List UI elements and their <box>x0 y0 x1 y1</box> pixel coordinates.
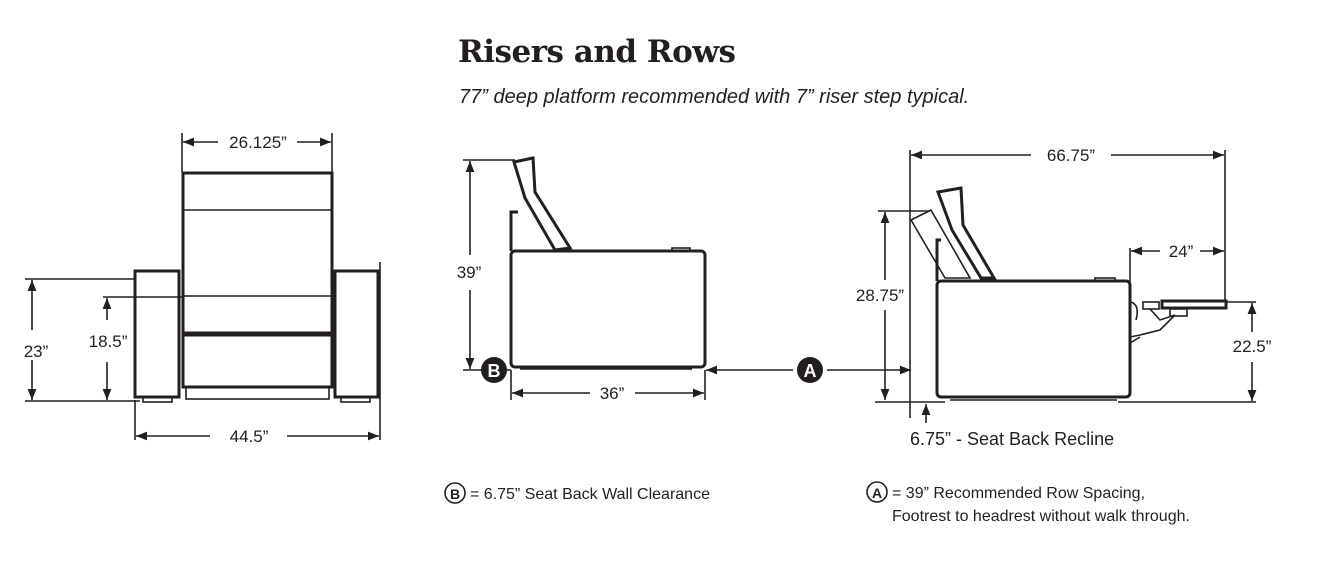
headrest <box>512 156 573 252</box>
reclined-view-dimensions: 66.75” 24” 28.75” 22.5” 6.75” - Seat Bac… <box>856 146 1272 449</box>
page-subtitle: 77” deep platform recommended with 7” ri… <box>459 86 970 108</box>
side-view-chair <box>509 156 707 370</box>
chair-seat <box>181 333 334 389</box>
dim-overall-depth: 66.75” <box>1047 146 1096 165</box>
reclined-view-chair <box>909 186 1228 401</box>
chair-body <box>509 249 707 369</box>
chair-body-reclined <box>935 279 1132 399</box>
legend-b-text: = 6.75” Seat Back Wall Clearance <box>470 486 710 503</box>
footrest <box>1160 299 1228 310</box>
dim-arm-height: 23” <box>24 342 49 361</box>
svg-text:A: A <box>872 485 882 501</box>
marker-a: A <box>797 357 823 383</box>
svg-text:B: B <box>450 486 460 502</box>
recline-note: 6.75” - Seat Back Recline <box>910 429 1114 449</box>
right-arm <box>333 269 380 399</box>
legend-a: A = 39” Recommended Row Spacing, Footres… <box>866 481 1190 525</box>
dim-height: 39” <box>457 263 482 282</box>
headrest-reclined <box>935 186 997 280</box>
legend-b: B = 6.75” Seat Back Wall Clearance <box>444 482 710 504</box>
chair-back <box>181 171 334 335</box>
dim-seat-height: 18.5” <box>89 332 128 351</box>
dim-overall-width: 44.5” <box>230 427 269 446</box>
dim-reclined-height: 28.75” <box>856 286 905 305</box>
page-title: Risers and Rows <box>458 34 736 70</box>
front-view-dimensions: 26.125” 23” 18.5” 44.5” <box>24 133 381 446</box>
front-view-chair <box>133 171 380 403</box>
legend-a-text-2: Footrest to headrest without walk throug… <box>892 508 1190 525</box>
svg-text:A: A <box>804 361 817 381</box>
legend-a-text-1: = 39” Recommended Row Spacing, <box>892 485 1145 502</box>
marker-b: B <box>481 357 507 383</box>
dim-back-width: 26.125” <box>229 133 287 152</box>
dim-footrest-extension: 24” <box>1169 242 1194 261</box>
dim-footrest-height: 22.5” <box>1233 337 1272 356</box>
dim-depth: 36” <box>600 384 625 403</box>
left-arm <box>133 269 181 399</box>
svg-text:B: B <box>488 361 501 381</box>
side-view-dimensions: 39” 36” B A <box>457 159 911 403</box>
